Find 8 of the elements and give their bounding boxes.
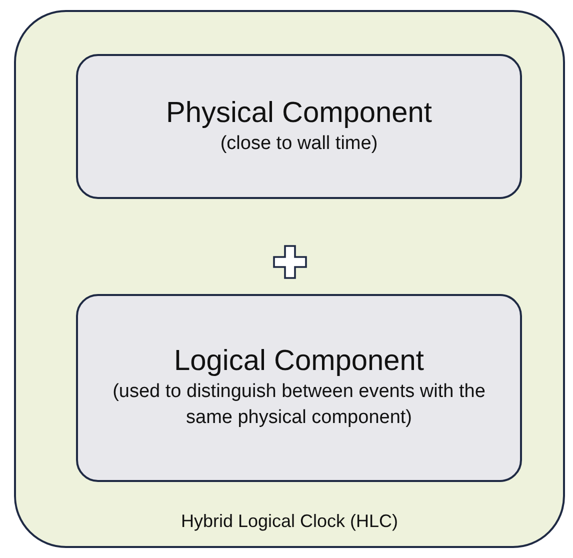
component-box: [76, 54, 522, 199]
node-heading: Physical Component: [166, 96, 432, 131]
node-heading: Logical Component: [174, 344, 424, 379]
container-label: Hybrid Logical Clock (HLC): [180, 511, 400, 532]
node-description: (close to wall time): [220, 132, 378, 156]
container-box: [14, 10, 565, 548]
component-box: [76, 294, 522, 482]
node-description: (used to distinguish between events with the same physical component): [112, 380, 486, 430]
